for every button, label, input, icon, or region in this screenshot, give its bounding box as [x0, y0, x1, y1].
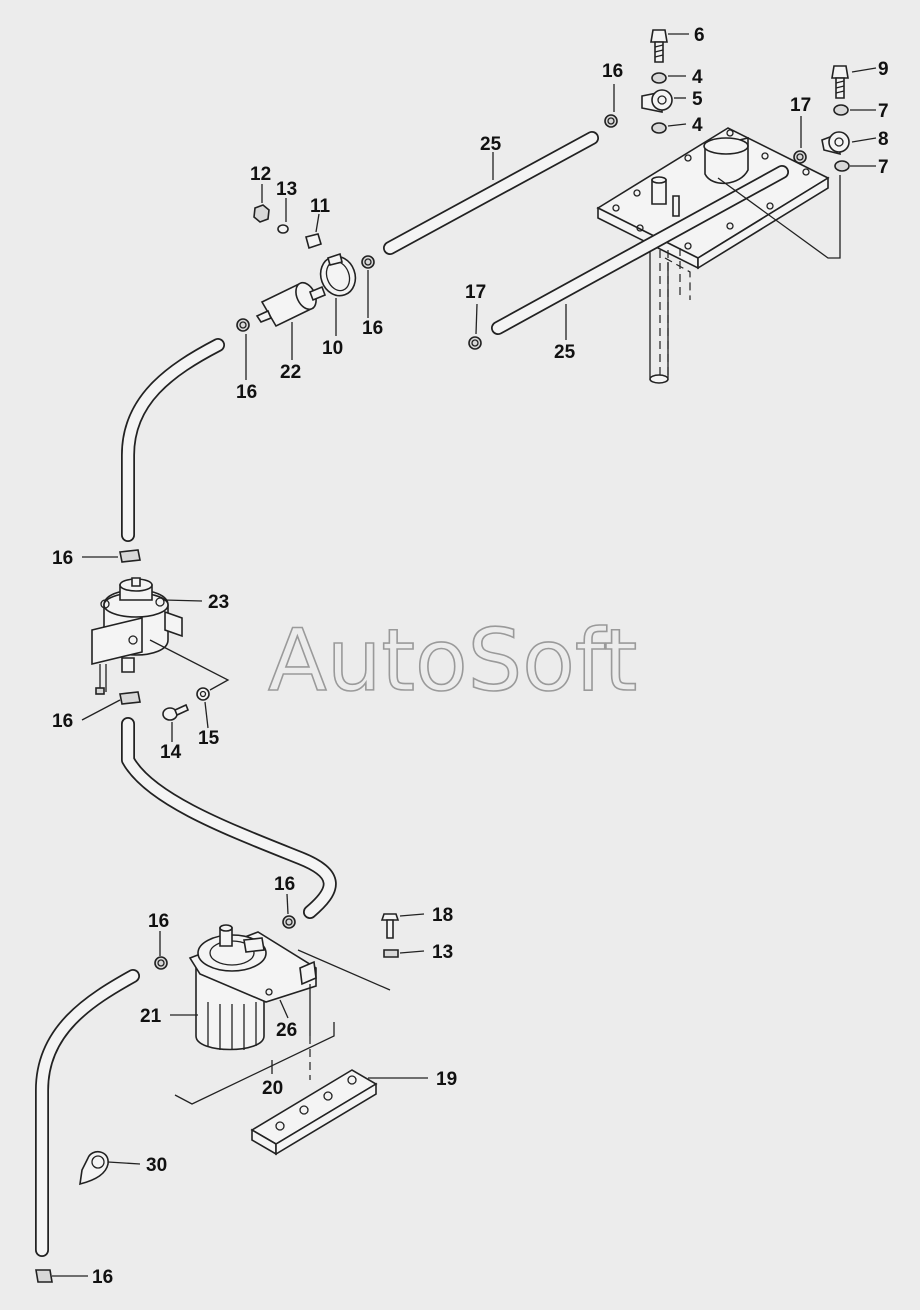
callout-16: 16 [362, 318, 383, 339]
callout-22: 22 [280, 362, 301, 383]
pipe-clip-30 [79, 1151, 109, 1186]
bolt-18 [380, 913, 400, 939]
callout-19: 19 [436, 1069, 457, 1090]
callout-21: 21 [140, 1006, 162, 1027]
bracket-outline-20 [174, 1022, 335, 1105]
washer-7-lower [834, 160, 850, 172]
sleeve-11 [305, 233, 322, 250]
washer-13-upper [277, 224, 289, 234]
callout-4: 4 [692, 115, 703, 136]
hose-clip-16-filter-top [282, 915, 296, 929]
callout-8: 8 [878, 129, 889, 150]
callout-30: 30 [146, 1155, 167, 1176]
callout-16: 16 [236, 382, 257, 403]
callout-16: 16 [274, 874, 295, 895]
fuel-pump-23 [91, 577, 230, 695]
bolt-6 [650, 29, 668, 63]
hose-clip-16-bottom [35, 1269, 53, 1283]
callout-15: 15 [198, 728, 220, 749]
callout-13: 13 [432, 942, 453, 963]
callout-18: 18 [432, 905, 453, 926]
callout-25: 25 [480, 134, 502, 155]
callout-13: 13 [276, 179, 297, 200]
callout-20: 20 [262, 1078, 283, 1099]
fuel-pipe-25-upper [383, 131, 599, 255]
callout-10: 10 [322, 338, 343, 359]
hose-clip-16-top [604, 114, 618, 128]
hose-clip-16-filter-left [236, 318, 250, 332]
callout-16: 16 [92, 1267, 113, 1288]
clamp-10 [319, 252, 357, 297]
callout-7: 7 [878, 157, 889, 178]
callout-9: 9 [878, 59, 889, 80]
callout-5: 5 [692, 89, 703, 110]
washer-4-lower [651, 122, 667, 134]
callout-6: 6 [694, 25, 705, 46]
bolt-9 [831, 65, 849, 99]
callout-16: 16 [52, 548, 73, 569]
callout-25: 25 [554, 342, 576, 363]
callout-11: 11 [310, 196, 331, 217]
callout-labels: 6 16 4 5 4 9 7 17 8 7 25 12 13 11 17 16 … [52, 25, 889, 1288]
callout-26: 26 [276, 1020, 297, 1041]
callout-17: 17 [465, 282, 486, 303]
fuel-pipe-25-lower [491, 165, 789, 335]
hose-clip-17-left [468, 336, 482, 350]
callout-16: 16 [602, 61, 623, 82]
fuel-tube-lower [35, 969, 140, 1257]
hose-clip-16-pump-top [119, 549, 141, 563]
banjo-fitting-8 [821, 131, 850, 156]
banjo-fitting-5 [641, 89, 673, 113]
hose-clip-16-pump-bottom [119, 691, 141, 705]
callout-4: 4 [692, 67, 703, 88]
callout-16: 16 [52, 711, 73, 732]
callout-16: 16 [148, 911, 169, 932]
callout-12: 12 [250, 164, 271, 185]
callout-7: 7 [878, 101, 889, 122]
fuel-filter-21 [188, 924, 391, 1080]
hose-clip-17-right [793, 150, 807, 164]
leader-lines [52, 33, 877, 1277]
hose-clip-16-filter-side [154, 956, 168, 970]
callout-23: 23 [208, 592, 229, 613]
hose-clip-16-filter-right [361, 255, 375, 269]
bolt-14 [162, 703, 190, 721]
mounting-plate-19 [250, 1069, 378, 1156]
washer-7-upper [833, 104, 849, 116]
nut-13-lower [383, 949, 399, 958]
fuel-tube-middle [121, 717, 337, 919]
callout-17: 17 [790, 95, 811, 116]
callout-14: 14 [160, 742, 182, 763]
washer-4-upper [651, 72, 667, 84]
nut-12 [253, 204, 270, 223]
inline-fuel-filter-22 [255, 281, 327, 328]
fuel-tube-upper-left [121, 338, 225, 542]
bracket-leader-lines [717, 175, 841, 259]
watermark-text: AutoSoft [268, 611, 637, 711]
washer-15 [196, 687, 210, 701]
